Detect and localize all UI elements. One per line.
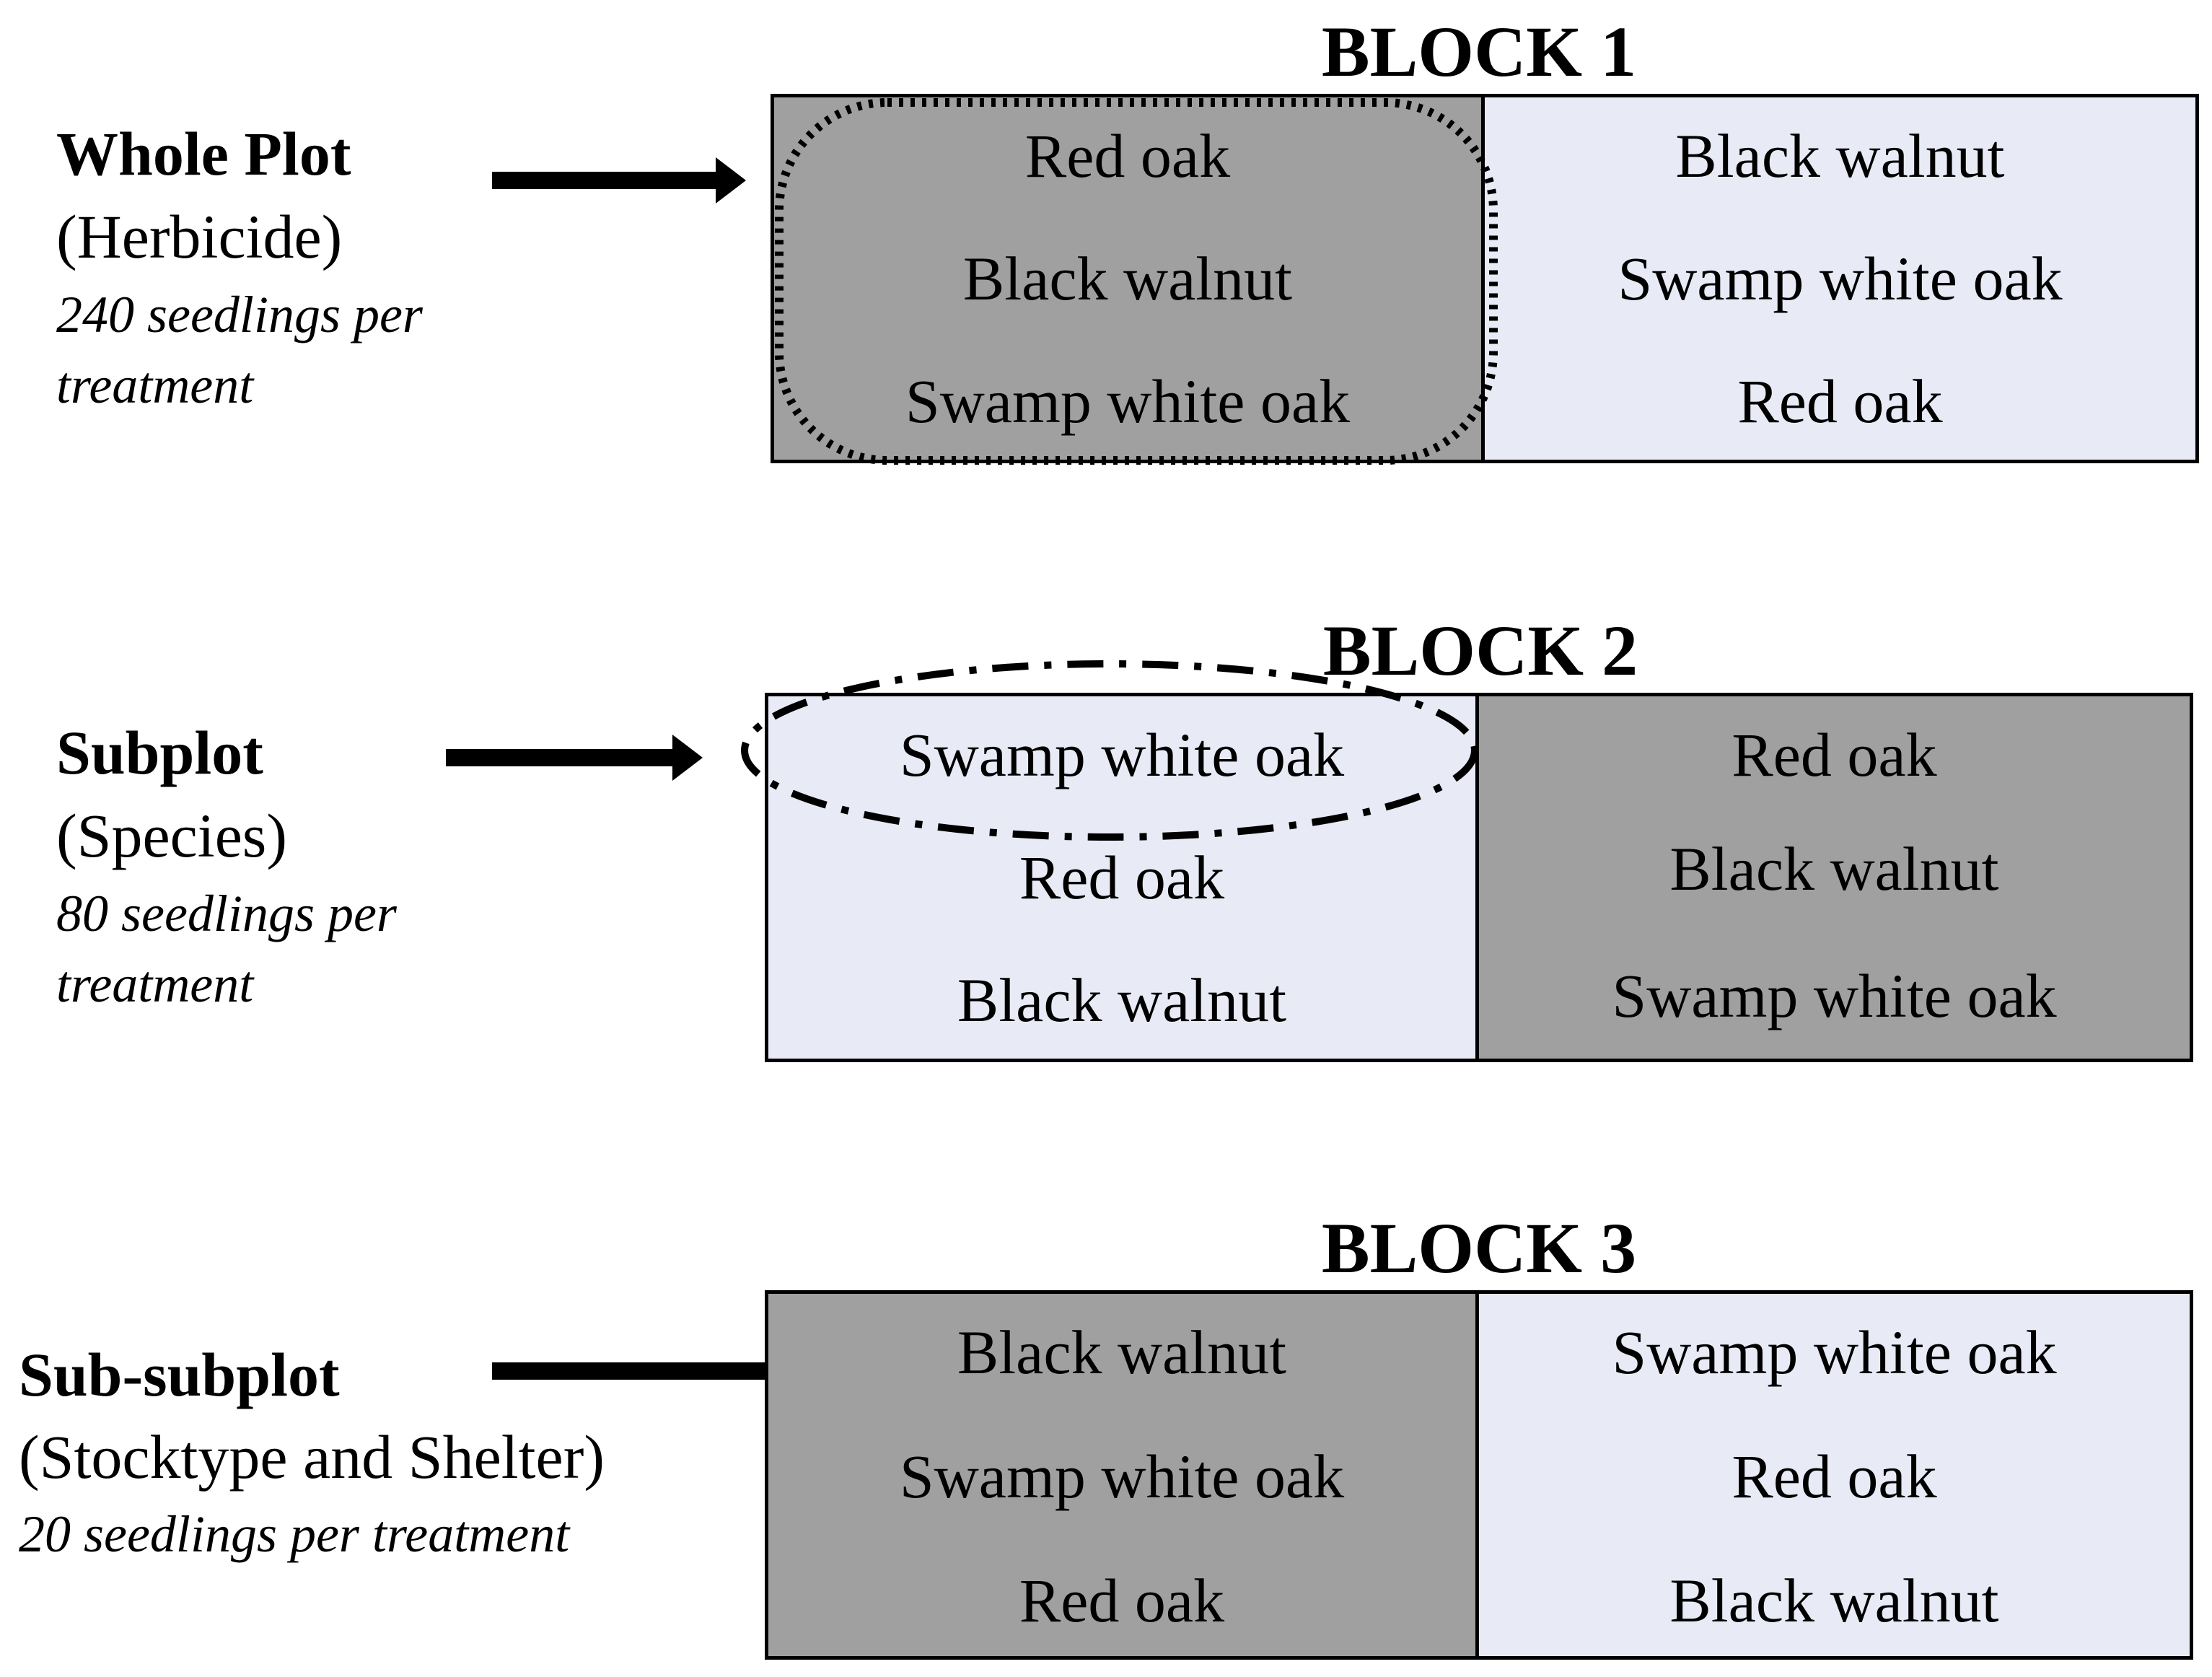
block-3-whole-plot-right: Swamp white oak Red oak Black walnut <box>1479 1294 2190 1656</box>
sub-subplot-note-line1: 20 seedlings per treatment <box>19 1505 570 1563</box>
block-3-left-species-1: Black walnut <box>957 1318 1287 1387</box>
block-2-whole-plot-right: Red oak Black walnut Swamp white oak <box>1479 696 2190 1059</box>
subplot-title: Subplot <box>56 718 263 787</box>
block-2: Swamp white oak Red oak Black walnut Red… <box>765 693 2193 1062</box>
sub-subplot-title: Sub-subplot <box>19 1340 340 1409</box>
block-3: Black walnut Swamp white oak Red oak Swa… <box>765 1290 2193 1660</box>
block-2-right-species-3: Swamp white oak <box>1612 961 2057 1030</box>
block-2-right-species-1: Red oak <box>1732 720 1937 789</box>
block-3-left-species-2: Swamp white oak <box>899 1442 1345 1511</box>
whole-plot-note-line1: 240 seedlings per <box>56 286 423 343</box>
block-2-right-species-2: Black walnut <box>1669 834 1999 903</box>
subplot-arrow-icon <box>446 735 703 781</box>
block-3-right-species-1: Swamp white oak <box>1612 1318 2057 1387</box>
subplot-note-line1: 80 seedlings per <box>56 885 397 942</box>
block-1-left-species-2: Black walnut <box>962 244 1293 313</box>
block-2-whole-plot-left: Swamp white oak Red oak Black walnut <box>768 696 1479 1059</box>
block-2-left-species-1: Swamp white oak <box>899 720 1345 789</box>
whole-plot-note-line2: treatment <box>56 356 254 414</box>
block-2-left-species-2: Red oak <box>1019 843 1225 912</box>
block-1-left-species-1: Red oak <box>1024 121 1231 191</box>
block-1-left-species-3: Swamp white oak <box>905 367 1351 436</box>
block-1-whole-plot-right: Black walnut Swamp white oak Red oak <box>1485 97 2195 460</box>
block-1: Red oak Black walnut Swamp white oak Bla… <box>771 94 2199 463</box>
block-3-whole-plot-left: Black walnut Swamp white oak Red oak <box>768 1294 1479 1656</box>
whole-plot-factor: (Herbicide) <box>56 202 343 271</box>
whole-plot-title: Whole Plot <box>56 119 351 188</box>
block-3-right-species-3: Black walnut <box>1669 1566 1999 1635</box>
subplot-note-line2: treatment <box>56 955 254 1013</box>
block-2-title: BLOCK 2 <box>1322 610 1638 691</box>
block-1-whole-plot-left: Red oak Black walnut Swamp white oak <box>774 97 1485 460</box>
sub-subplot-factor: (Stocktype and Shelter) <box>19 1422 605 1492</box>
block-1-right-species-2: Swamp white oak <box>1618 244 2063 313</box>
block-3-title: BLOCK 3 <box>1321 1208 1637 1288</box>
block-2-left-species-3: Black walnut <box>957 966 1287 1035</box>
block-3-left-species-3: Red oak <box>1019 1566 1225 1635</box>
block-1-right-species-3: Red oak <box>1737 367 1943 436</box>
block-1-title: BLOCK 1 <box>1321 12 1637 92</box>
subplot-factor: (Species) <box>56 801 287 870</box>
whole-plot-arrow-icon <box>492 157 746 203</box>
block-3-right-species-2: Red oak <box>1732 1442 1937 1511</box>
block-1-right-species-1: Black walnut <box>1675 121 2005 191</box>
